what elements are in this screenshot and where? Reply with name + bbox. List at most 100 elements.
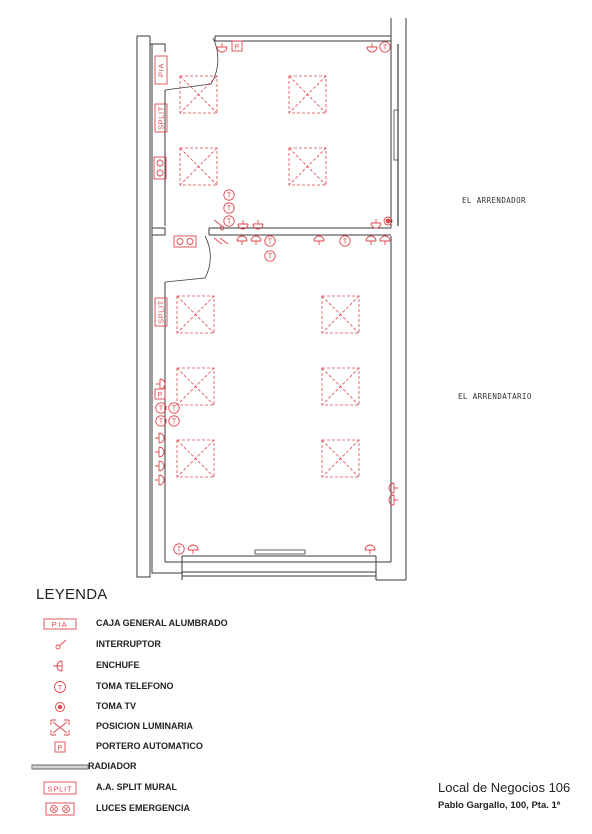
- socket-icon: [40, 657, 90, 675]
- phone-socket-icon: T: [379, 41, 391, 53]
- svg-text:P: P: [58, 745, 63, 752]
- luminaria-icon: [321, 295, 360, 334]
- portero-letter-upper: P: [235, 44, 240, 51]
- walls: [136, 18, 407, 581]
- portero-icon: P: [154, 388, 166, 400]
- pia-label: PIA: [157, 63, 166, 77]
- left-inner-wall: [151, 44, 166, 560]
- legend-item-label: RADIADOR: [88, 761, 137, 771]
- socket-icon: [250, 235, 262, 245]
- socket-icon: [364, 544, 376, 554]
- portero-box: [231, 40, 243, 52]
- room-label-arrendatario: EL ARRENDATARIO: [458, 392, 532, 401]
- top-wall: [214, 35, 391, 42]
- socket-icon: [155, 432, 165, 444]
- socket-icon: [236, 235, 248, 245]
- socket-icon: [388, 494, 398, 506]
- socket-icon: [155, 474, 165, 486]
- phone-socket-letter: T: [172, 406, 177, 413]
- emergency-light-2: [173, 235, 197, 248]
- emergency-light-icon: [40, 800, 90, 818]
- phone-socket-icon: T: [264, 250, 276, 262]
- phone-socket-letter: T: [227, 219, 232, 226]
- socket-icon: [388, 482, 398, 494]
- pia-box: [154, 55, 168, 85]
- luminaria-icon: [176, 295, 215, 334]
- electrical-symbols: [153, 40, 399, 555]
- socket-icon: [365, 235, 377, 245]
- right-wall: [390, 18, 407, 580]
- tv-socket-icon: [40, 698, 90, 716]
- luminaria-icon: [321, 439, 360, 478]
- socket-icon: [155, 460, 165, 472]
- luminaria-icon: [176, 367, 215, 406]
- phone-socket-icon: T: [223, 202, 235, 214]
- svg-text:T: T: [58, 685, 63, 692]
- socket-icon: [155, 446, 165, 458]
- radiator-icon: [31, 758, 90, 776]
- phone-socket-icon: T: [155, 415, 167, 427]
- phone-socket-icon: T: [168, 415, 180, 427]
- window: [181, 555, 377, 580]
- legend-item-label: CAJA GENERAL ALUMBRADO: [96, 618, 228, 628]
- emergency-light-1: [153, 156, 167, 180]
- legend-title: LEYENDA: [36, 586, 108, 603]
- portero-letter: P: [158, 392, 163, 399]
- luminaria-icon: [179, 75, 218, 114]
- split-unit-upper: [154, 103, 168, 133]
- phone-socket-icon: T: [155, 402, 167, 414]
- split-label-upper: SPLIT: [157, 106, 166, 130]
- socket-icon: [237, 220, 249, 230]
- tv-socket: [383, 216, 393, 226]
- socket-icon: [187, 544, 199, 554]
- phone-socket-icon: T: [168, 402, 180, 414]
- phone-socket-icon: T: [339, 235, 351, 247]
- radiator-bottom: [254, 549, 306, 555]
- phone-socket-icon: T: [264, 235, 276, 247]
- left-inner-wall-top: [150, 43, 166, 52]
- svg-text:SPLIT: SPLIT: [48, 785, 73, 794]
- socket-icon: [313, 235, 325, 245]
- left-outer-wall: [136, 36, 151, 578]
- split-unit-lower: [154, 297, 168, 327]
- switch-2: [213, 237, 229, 245]
- phone-socket-letter: T: [343, 239, 348, 246]
- phone-socket-letter: T: [172, 419, 177, 426]
- phone-socket-icon: T: [223, 189, 235, 201]
- legend-item-label: PORTERO AUTOMATICO: [96, 741, 203, 751]
- phone-socket-letter: T: [268, 254, 273, 261]
- luminarias: [176, 75, 360, 478]
- phone-socket-letter: T: [159, 406, 164, 413]
- legend-item-label: TOMA TELEFONO: [96, 681, 174, 691]
- socket-icon: [156, 378, 166, 390]
- legend-item-label: INTERRUPTOR: [96, 639, 161, 649]
- luminaria-icon: [176, 439, 215, 478]
- legend-item-label: ENCHUFE: [96, 660, 140, 670]
- phone-socket-letter: T: [268, 239, 273, 246]
- switch-1: [213, 219, 225, 231]
- socket-icon: [366, 43, 378, 53]
- luminaria-icon: [40, 718, 90, 736]
- luminaria-icon: [179, 147, 218, 186]
- phone-socket-icon: T: [223, 215, 235, 227]
- room-label-arrendador: EL ARRENDADOR: [462, 196, 526, 205]
- phone-socket-icon: T: [40, 678, 90, 696]
- phone-socket-letter: T: [227, 206, 232, 213]
- middle-partition: [152, 227, 391, 236]
- legend-item-label: POSICION LUMINARIA: [96, 721, 194, 731]
- phone-socket-letter: T: [383, 45, 388, 52]
- split-label-lower: SPLIT: [157, 300, 166, 324]
- socket-icon: [379, 235, 391, 245]
- svg-text:PIA: PIA: [52, 620, 69, 629]
- luminaria-icon: [321, 367, 360, 406]
- project-address: Pablo Gargallo, 100, Pta. 1ª: [438, 800, 561, 811]
- legend-item-label: LUCES EMERGENCIA: [96, 803, 191, 813]
- door-upper: [164, 37, 219, 91]
- socket-icon: [370, 219, 382, 229]
- split-unit-icon: SPLIT: [40, 779, 90, 797]
- luminaria-icon: [288, 147, 327, 186]
- luminaria-icon: [288, 75, 327, 114]
- legend-item-label: TOMA TV: [96, 701, 136, 711]
